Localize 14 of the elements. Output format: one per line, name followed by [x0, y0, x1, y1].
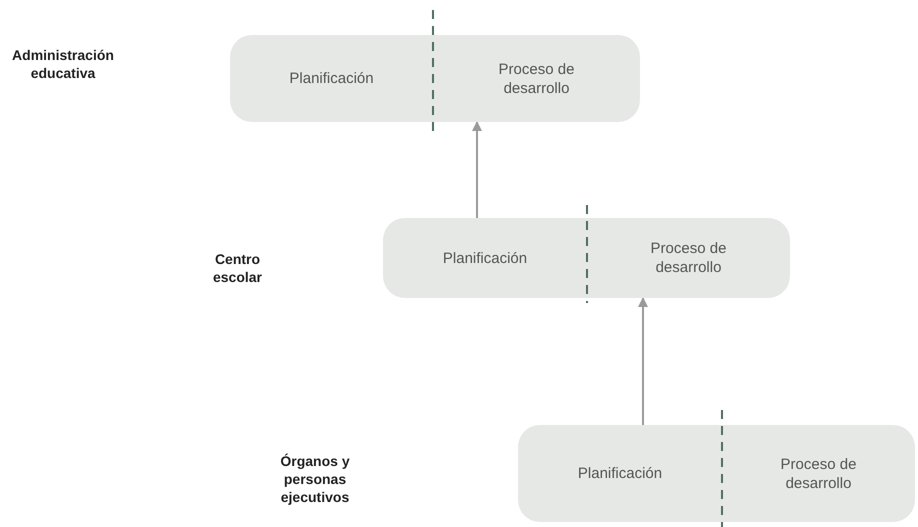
- level-label: Órganos y personas ejecutivos: [279, 452, 351, 506]
- box-text: Planificación: [442, 248, 528, 268]
- box-text: Proceso de desarrollo: [780, 454, 858, 492]
- level-box: [383, 218, 790, 298]
- arrow: [638, 297, 648, 425]
- level-label: Centro escolar: [212, 250, 264, 286]
- level-box: [230, 35, 640, 122]
- level-box: [518, 425, 915, 522]
- box-text: Proceso de desarrollo: [650, 239, 728, 277]
- box-text: Planificación: [578, 464, 662, 483]
- box-text: Planificación: [289, 69, 374, 88]
- arrow: [472, 121, 482, 218]
- box-text: Proceso de desarrollo: [498, 60, 576, 98]
- level-label: Administración educativa: [11, 46, 115, 82]
